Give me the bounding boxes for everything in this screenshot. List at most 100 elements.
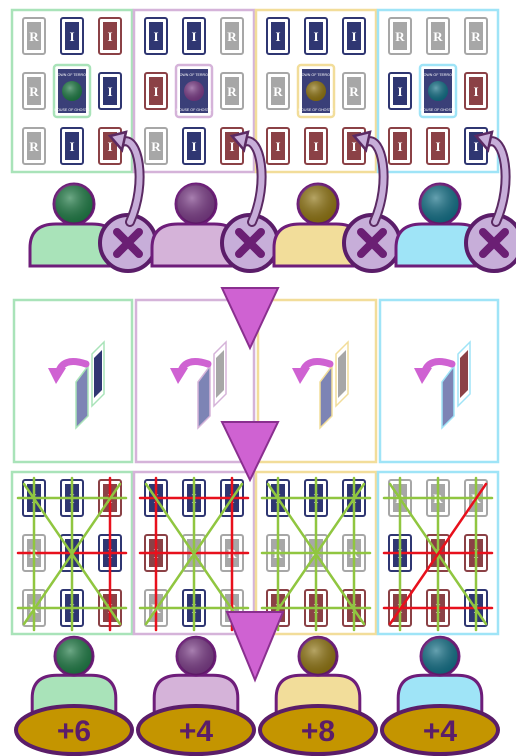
card: I bbox=[388, 127, 412, 165]
card: I bbox=[182, 17, 206, 55]
card: R bbox=[144, 127, 168, 165]
down-triangle-icon bbox=[225, 611, 285, 683]
arrow-head bbox=[473, 130, 494, 153]
flipping-card-front bbox=[319, 363, 333, 430]
panel-frame bbox=[12, 298, 134, 464]
score-label: +4 bbox=[179, 715, 214, 748]
player-cancel-yellow bbox=[272, 182, 402, 273]
card: R bbox=[342, 72, 366, 110]
score-badge bbox=[14, 704, 134, 756]
person-body bbox=[152, 673, 240, 717]
cancel-x-mark bbox=[235, 228, 265, 258]
score-blue: +4 bbox=[380, 635, 500, 756]
score-badge bbox=[258, 704, 378, 756]
card: R bbox=[22, 17, 46, 55]
card-letter: I bbox=[69, 139, 74, 154]
flipping-card-front bbox=[75, 363, 89, 430]
card: I bbox=[304, 127, 328, 165]
card-letter: R bbox=[29, 139, 39, 154]
board-row-scoring: IIIRIIRIIIIIIRRRIRIIIRRRIIIRRRIIIIII bbox=[10, 470, 500, 636]
card-letter: I bbox=[229, 139, 234, 154]
flip-arrow-head bbox=[292, 368, 310, 384]
card-letter: I bbox=[191, 29, 196, 44]
down-triangle-icon bbox=[220, 421, 280, 483]
card: I bbox=[266, 17, 290, 55]
card: I bbox=[98, 127, 122, 165]
flip-panel-green bbox=[12, 298, 134, 464]
flipping-card-front bbox=[441, 363, 455, 430]
card: I bbox=[144, 17, 168, 55]
center-tile: TOWN OF TERROR HOUSE OF GHOSTS bbox=[52, 63, 92, 119]
flow-arrows bbox=[107, 130, 511, 683]
card: R bbox=[22, 72, 46, 110]
board-purple: I I R I TOWN OF TERROR HOUSE OF GHOSTS R R I I bbox=[132, 8, 256, 174]
person-icon bbox=[394, 182, 486, 268]
card: R bbox=[464, 17, 488, 55]
card-letter: I bbox=[351, 29, 356, 44]
center-tile-top-text: TOWN OF TERROR bbox=[177, 73, 210, 77]
card: I bbox=[426, 127, 450, 165]
card-letter: I bbox=[473, 84, 478, 99]
person-body bbox=[30, 673, 118, 717]
card-letter: I bbox=[313, 29, 318, 44]
card-letter: R bbox=[227, 84, 237, 99]
player-cancel-green bbox=[28, 182, 158, 273]
board-yellow: I I I R TOWN OF TERROR HOUSE OF GHOSTS R I I I bbox=[254, 8, 378, 174]
card: R bbox=[426, 17, 450, 55]
card-letter: I bbox=[107, 139, 112, 154]
card-letter: I bbox=[153, 29, 158, 44]
card-letter: R bbox=[349, 84, 359, 99]
flip-panel-yellow bbox=[256, 298, 378, 464]
card-letter: I bbox=[69, 29, 74, 44]
center-tile-bottom-text: HOUSE OF GHOSTS bbox=[421, 108, 457, 112]
card-letter: I bbox=[153, 84, 158, 99]
person-body bbox=[396, 673, 484, 717]
card: R bbox=[22, 127, 46, 165]
score-badge bbox=[380, 704, 500, 756]
card: I bbox=[98, 72, 122, 110]
card: I bbox=[182, 127, 206, 165]
score-label: +4 bbox=[423, 715, 458, 748]
person-body bbox=[274, 673, 362, 717]
card-letter: I bbox=[473, 139, 478, 154]
flip-arrow-head bbox=[48, 368, 66, 384]
person-icon bbox=[150, 182, 242, 268]
scoring-lines-blue bbox=[382, 476, 494, 632]
card-letter: R bbox=[273, 84, 283, 99]
score-green: +6 bbox=[14, 635, 134, 756]
card: I bbox=[266, 127, 290, 165]
center-tile-bottom-text: HOUSE OF GHOSTS bbox=[299, 108, 335, 112]
card-letter: I bbox=[191, 139, 196, 154]
cancel-x-mark bbox=[113, 228, 143, 258]
card: I bbox=[464, 72, 488, 110]
center-tile-bottom-text: HOUSE OF GHOSTS bbox=[55, 108, 91, 112]
card: I bbox=[342, 17, 366, 55]
person-icon bbox=[152, 635, 240, 717]
person-icon bbox=[396, 635, 484, 717]
card: I bbox=[60, 17, 84, 55]
score-label: +8 bbox=[301, 715, 335, 748]
card-letter: I bbox=[351, 139, 356, 154]
card: R bbox=[220, 72, 244, 110]
card: I bbox=[304, 17, 328, 55]
person-icon bbox=[272, 182, 364, 268]
center-tile: TOWN OF TERROR HOUSE OF GHOSTS bbox=[174, 63, 214, 119]
person-icon bbox=[30, 635, 118, 717]
center-tile-top-text: TOWN OF TERROR bbox=[55, 73, 88, 77]
diagonal-line bbox=[144, 482, 244, 626]
card-letter: R bbox=[395, 29, 405, 44]
center-tile: TOWN OF TERROR HOUSE OF GHOSTS bbox=[296, 63, 336, 119]
card-letter: I bbox=[397, 84, 402, 99]
card-letter: R bbox=[227, 29, 237, 44]
center-tile-bottom-text: HOUSE OF GHOSTS bbox=[177, 108, 213, 112]
flip-row bbox=[12, 298, 500, 464]
card-letter: I bbox=[275, 139, 280, 154]
center-tile-top-text: TOWN OF TERROR bbox=[421, 73, 454, 77]
center-tile-top-text: TOWN OF TERROR bbox=[299, 73, 332, 77]
card-letter: I bbox=[275, 29, 280, 44]
card-letter: I bbox=[435, 139, 440, 154]
cancel-x-mark bbox=[357, 228, 387, 258]
diagonal-line bbox=[266, 482, 366, 626]
